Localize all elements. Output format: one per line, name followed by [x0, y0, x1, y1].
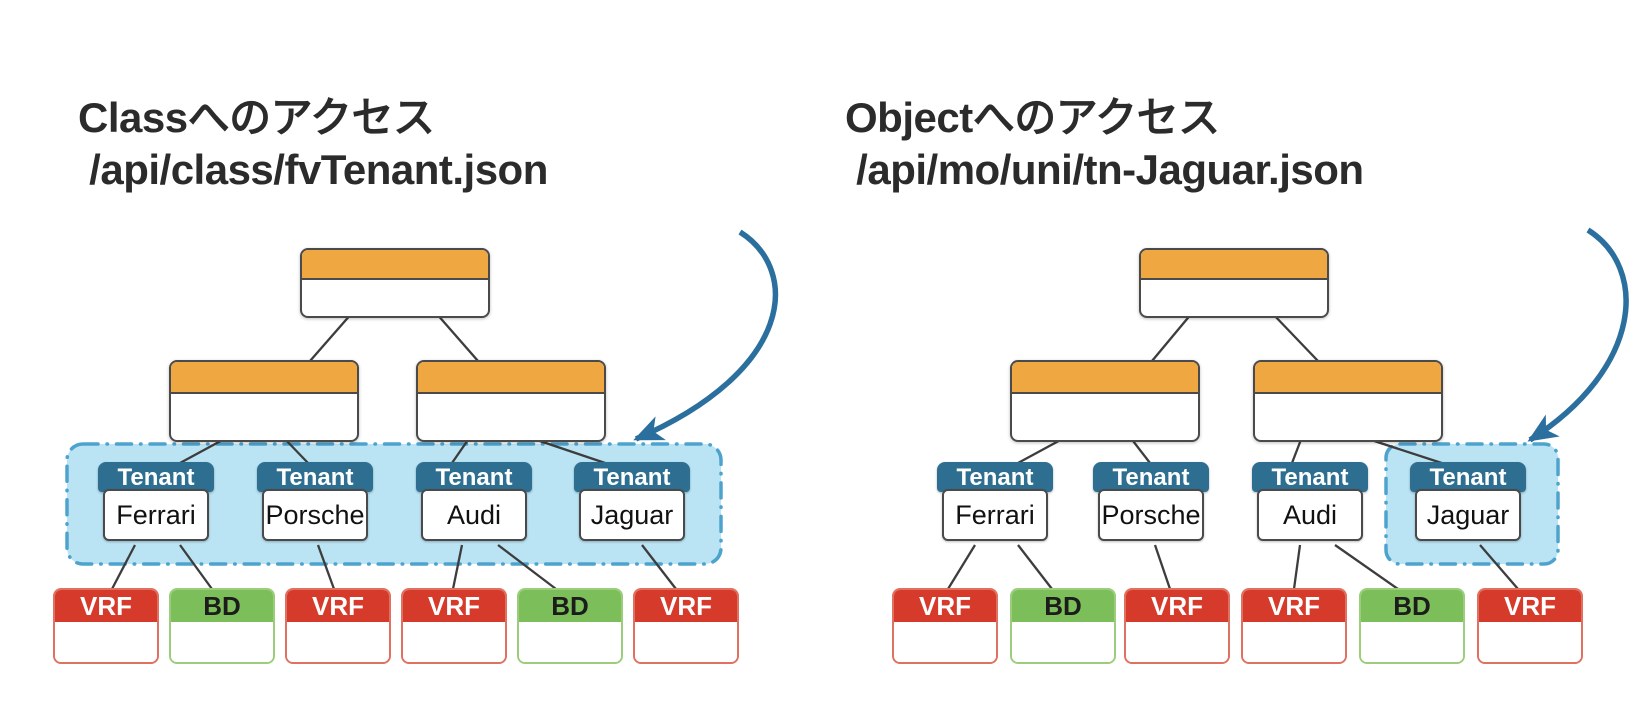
right-diagram-api-path: /api/mo/uni/tn-Jaguar.json — [845, 146, 1364, 193]
tree-node-root — [1139, 248, 1329, 318]
tenant-node-porsche: Tenant Porsche — [257, 462, 373, 546]
leaf-type-label: BD — [1012, 590, 1114, 622]
node-orange-header — [418, 362, 604, 394]
tenant-name: Ferrari — [103, 489, 209, 541]
leaf-node-vrf: VRF — [1124, 588, 1230, 664]
tenant-name: Ferrari — [942, 489, 1048, 541]
tenant-type-label: Tenant — [1093, 462, 1209, 492]
highlight-region-all-tenants — [65, 442, 723, 566]
tenant-type-label: Tenant — [1410, 462, 1526, 492]
curved-arrow-icon — [1527, 227, 1629, 443]
leaf-node-vrf: VRF — [285, 588, 391, 664]
leaf-type-label: VRF — [1126, 590, 1228, 622]
leaf-body — [635, 622, 737, 662]
node-orange-header — [1012, 362, 1198, 394]
tenant-name: Porsche — [262, 489, 368, 541]
tenant-type-label: Tenant — [1252, 462, 1368, 492]
leaf-body — [1361, 622, 1463, 662]
leaf-body — [1012, 622, 1114, 662]
right-diagram-title: Objectへのアクセス — [845, 94, 1220, 141]
leaf-body — [894, 622, 996, 662]
leaf-node-bd: BD — [1010, 588, 1116, 664]
leaf-node-vrf: VRF — [1241, 588, 1347, 664]
left-diagram-api-path: /api/class/fvTenant.json — [78, 146, 548, 193]
tree-node-level2 — [1253, 360, 1443, 442]
tenant-type-label: Tenant — [257, 462, 373, 492]
tenant-node-audi: Tenant Audi — [1252, 462, 1368, 546]
tree-node-level2 — [169, 360, 359, 442]
tenant-node-jaguar: Tenant Jaguar — [1410, 462, 1526, 546]
leaf-type-label: VRF — [1479, 590, 1581, 622]
leaf-body — [403, 622, 505, 662]
tree-node-root — [300, 248, 490, 318]
leaf-node-vrf: VRF — [633, 588, 739, 664]
tenant-type-label: Tenant — [937, 462, 1053, 492]
tree-node-level2 — [1010, 360, 1200, 442]
tenant-name: Audi — [421, 489, 527, 541]
leaf-type-label: VRF — [287, 590, 389, 622]
leaf-body — [55, 622, 157, 662]
tenant-name: Jaguar — [1415, 489, 1521, 541]
leaf-body — [1126, 622, 1228, 662]
tenant-type-label: Tenant — [98, 462, 214, 492]
leaf-type-label: VRF — [894, 590, 996, 622]
leaf-type-label: VRF — [635, 590, 737, 622]
tenant-name: Audi — [1257, 489, 1363, 541]
leaf-body — [1479, 622, 1581, 662]
tenant-node-jaguar: Tenant Jaguar — [574, 462, 690, 546]
node-orange-header — [1255, 362, 1441, 394]
leaf-node-bd: BD — [169, 588, 275, 664]
leaf-body — [171, 622, 273, 662]
leaf-type-label: VRF — [403, 590, 505, 622]
leaf-node-bd: BD — [1359, 588, 1465, 664]
tenant-name: Porsche — [1098, 489, 1204, 541]
left-diagram-title: Classへのアクセス — [78, 94, 435, 141]
leaf-body — [519, 622, 621, 662]
tenant-node-audi: Tenant Audi — [416, 462, 532, 546]
leaf-node-bd: BD — [517, 588, 623, 664]
leaf-type-label: BD — [519, 590, 621, 622]
leaf-type-label: VRF — [1243, 590, 1345, 622]
leaf-node-vrf: VRF — [53, 588, 159, 664]
node-orange-header — [302, 250, 488, 280]
tenant-name: Jaguar — [579, 489, 685, 541]
node-orange-header — [171, 362, 357, 394]
tenant-type-label: Tenant — [416, 462, 532, 492]
leaf-type-label: BD — [1361, 590, 1463, 622]
curved-arrow-icon — [633, 229, 779, 442]
node-orange-header — [1141, 250, 1327, 280]
tree-node-level2 — [416, 360, 606, 442]
tree-edges-left — [110, 312, 677, 590]
tenant-type-label: Tenant — [574, 462, 690, 492]
leaf-node-vrf: VRF — [1477, 588, 1583, 664]
leaf-type-label: BD — [171, 590, 273, 622]
leaf-body — [1243, 622, 1345, 662]
tenant-node-ferrari: Tenant Ferrari — [937, 462, 1053, 546]
leaf-type-label: VRF — [55, 590, 157, 622]
tenant-node-ferrari: Tenant Ferrari — [98, 462, 214, 546]
leaf-body — [287, 622, 389, 662]
leaf-node-vrf: VRF — [401, 588, 507, 664]
leaf-node-vrf: VRF — [892, 588, 998, 664]
tenant-node-porsche: Tenant Porsche — [1093, 462, 1209, 546]
